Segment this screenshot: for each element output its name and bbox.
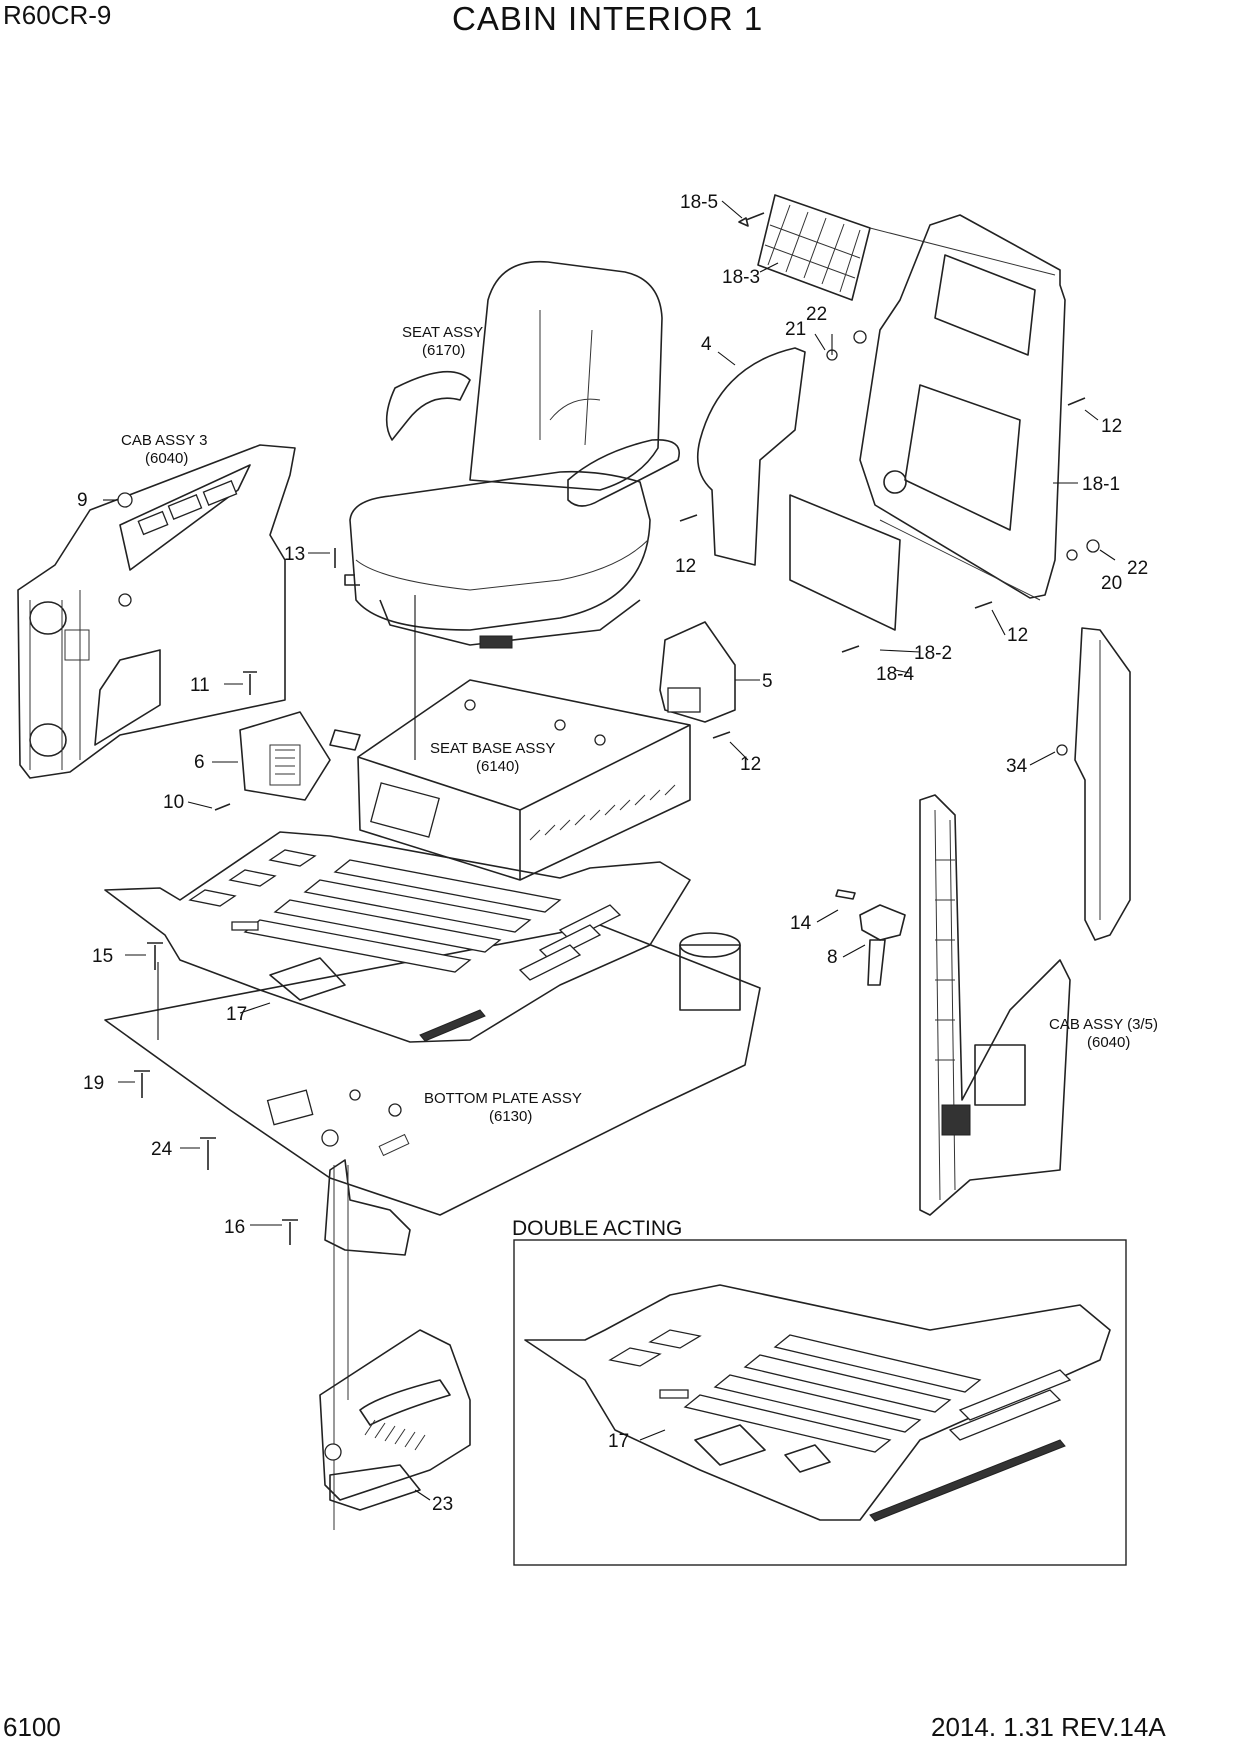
seat-assy-label: SEAT ASSY [402,324,483,341]
part-label: 20 [1101,573,1122,594]
part-label: 9 [77,490,88,511]
seat-assy-ref: (6170) [422,342,465,359]
seat-slide-drawing [319,1159,471,1530]
part-label: 17 [226,1004,247,1025]
cover-4 [696,347,806,566]
cab-assy-35-label: CAB ASSY (3/5) [1049,1016,1158,1033]
part-label: 14 [790,913,812,934]
part-label: 12 [1101,416,1122,437]
duct-6-drawing [239,711,331,801]
bottom-plate-assy-label: BOTTOM PLATE ASSY [424,1090,582,1107]
part-label: 23 [432,1494,453,1515]
part-label: 18-2 [914,643,952,664]
cab-assy-3-drawing [17,444,296,779]
seat-base-drawing [329,679,691,881]
part-number-labels: 18-5 18-3 22 21 4 12 18-1 12 20 22 12 18… [77,192,1148,1515]
part-label: 4 [701,334,712,355]
double-acting-title: DOUBLE ACTING [512,1217,682,1240]
lever-8-drawing [835,889,906,986]
double-acting-inset-frame [513,1239,1127,1566]
duct-5-drawing [659,621,736,723]
panel-18-2 [789,494,901,631]
bottom-plate-assy-ref: (6130) [489,1108,532,1125]
part-label: 12 [1007,625,1028,646]
part-label: 18-4 [876,664,914,685]
double-acting-floor-mat [524,1284,1111,1522]
storage-net-drawing [757,194,1056,301]
pillar-cover-drawing [1074,627,1131,941]
part-label: 24 [151,1139,173,1160]
rear-panel-drawing [696,214,1066,631]
page-number: 6100 [3,1712,61,1742]
part-label: 22 [806,304,827,325]
seat-base-assy-label: SEAT BASE ASSY [430,740,555,757]
part-label: 19 [83,1073,104,1094]
part-label: 21 [785,319,806,340]
cab-assy-3-ref: (6040) [145,450,188,467]
seat-base-assy-ref: (6140) [476,758,519,775]
part-label: 16 [224,1217,245,1238]
bottom-plate-drawing [104,924,761,1216]
leader-lines [103,200,1116,1501]
part-label: 18-5 [680,192,718,213]
seat-assembly-drawing [344,260,680,649]
part-label: 12 [675,556,696,577]
part-label: 15 [92,946,113,967]
part-label: 34 [1006,756,1028,777]
part-label: 13 [284,544,305,565]
part-label: 18-1 [1082,474,1120,495]
part-label: 18-3 [722,267,760,288]
revision-date: 2014. 1.31 REV.14A [931,1712,1166,1742]
cab-assy-35-ref: (6040) [1087,1034,1130,1051]
part-label: 8 [827,947,838,968]
cab-assy-35-drawing [919,794,1071,1216]
part-label: 17 [608,1431,629,1452]
part-label: 5 [762,671,773,692]
part-label: 6 [194,752,205,773]
part-label: 10 [163,792,184,813]
fasteners [117,212,1100,1245]
model-code: R60CR-9 [3,0,112,30]
part-label: 12 [740,754,761,775]
cab-assy-3-label: CAB ASSY 3 [121,432,207,449]
part-label: 22 [1127,558,1148,579]
floor-mat-drawing [104,831,691,1043]
part-label: 11 [190,675,210,696]
page-title: CABIN INTERIOR 1 [452,0,764,37]
